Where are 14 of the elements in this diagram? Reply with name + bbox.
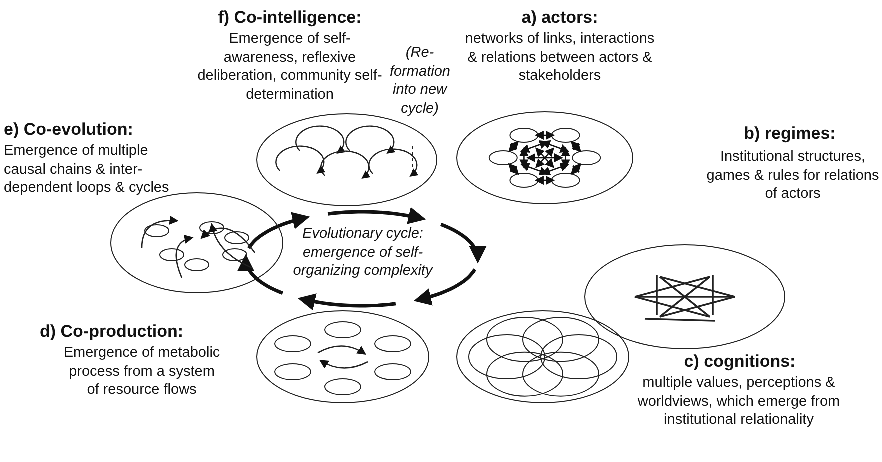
panel-heading: b) regimes: <box>743 124 837 144</box>
panel-heading: c) cognitions: <box>683 352 797 372</box>
panel-description: multiple values, perceptions & worldviews, which emerge from institutional relationality <box>636 374 842 430</box>
panel-description: networks of links, interactions & relations between actors & stakeholders <box>464 30 656 86</box>
panel-heading: f) Co-intelligence: <box>217 8 363 28</box>
panel-heading: a) actors: <box>520 8 600 28</box>
panel-heading: e) Co-evolution: <box>4 120 134 140</box>
panel-description: Emergence of metabolic process from a system of resource flows <box>62 344 222 400</box>
panel-description: Emergence of multiple causal chains & inter-dependent loops & cycles <box>4 142 170 198</box>
note-text: (Re-formation into new cycle) <box>390 44 450 118</box>
panel-heading: d) Co-production: <box>40 322 185 342</box>
center-text: Evolutionary cycle: emergence of self-organizing complexity <box>292 225 434 280</box>
panel-description: Emergence of self-awareness, reflexive deliberation, community self-determination <box>196 30 384 104</box>
panel-description: Institutional structures, games & rules for relations of actors <box>706 148 880 204</box>
